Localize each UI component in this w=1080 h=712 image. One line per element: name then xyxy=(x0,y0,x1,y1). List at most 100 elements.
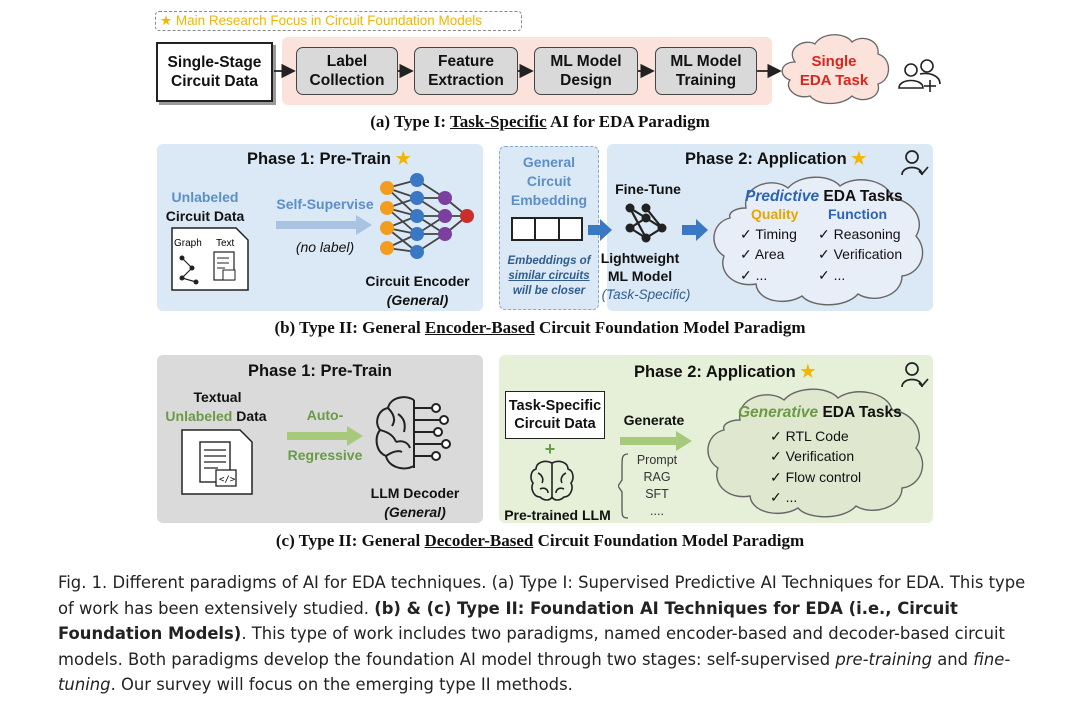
lightweight-model-sub: (Task-Specific) xyxy=(601,287,691,302)
type2a-phase1-title: Phase 1: Pre-Train ★ xyxy=(247,149,411,169)
star-icon: ★ xyxy=(851,149,867,168)
lightweight-model-label: Lightweight ML Model xyxy=(600,250,680,285)
caption-italic: pre-training xyxy=(835,649,933,669)
phase-title: Phase 1: Pre-Train xyxy=(247,150,391,168)
circuit-encoder-network-icon xyxy=(380,173,474,259)
circuit-data-label: Circuit Data xyxy=(165,208,245,224)
function-list: ✓ Reasoning ✓ Verification ✓ ... xyxy=(818,224,902,285)
no-label-text: (no label) xyxy=(295,239,355,255)
embedding-vector xyxy=(511,217,583,241)
caption-text: . Our survey will focus on the emerging … xyxy=(110,675,573,694)
unlabeled-word: Unlabeled xyxy=(165,408,233,424)
quality-item: ✓ Area xyxy=(740,246,785,263)
user-check-icon xyxy=(901,362,929,388)
generative-item: ✓ Verification xyxy=(770,448,855,465)
general-embedding-label: General Circuit Embedding xyxy=(510,154,588,208)
plus-sign: + xyxy=(544,439,556,459)
fine-tune-label: Fine-Tune xyxy=(615,181,681,197)
phase-title: Phase 2: Application xyxy=(685,150,847,168)
svg-text:</>: </> xyxy=(219,475,236,485)
function-heading: Function xyxy=(828,206,888,222)
caption-text: . This type of work includes two paradig… xyxy=(58,624,1005,669)
task-specific-label: Task-Specific Circuit Data xyxy=(508,397,602,432)
method-item: RAG xyxy=(643,470,671,484)
embedding-note-3: will be closer xyxy=(512,285,586,297)
lightweight-model-icon xyxy=(625,203,667,243)
type1-step-4: ML Model Training xyxy=(655,47,757,95)
embedding-arrow xyxy=(588,219,612,241)
star-icon: ★ xyxy=(395,149,411,168)
step-label: ML Model Training xyxy=(670,52,742,89)
llm-decoder-sub: (General) xyxy=(384,504,446,520)
tasks-title-italic: Predictive xyxy=(745,188,820,205)
circuit-encoder-label: Circuit Encoder xyxy=(365,273,470,289)
generative-item: ✓ RTL Code xyxy=(770,428,849,444)
type1-input-label: Single-Stage Circuit Data xyxy=(167,53,262,90)
type1-input-box: Single-Stage Circuit Data xyxy=(156,42,273,102)
caption-part: (b) Type II: General xyxy=(274,318,425,337)
generate-label: Generate xyxy=(623,412,685,428)
type1-arrows xyxy=(274,34,941,105)
function-item: ✓ Verification xyxy=(818,246,903,263)
tasks-title: EDA Tasks xyxy=(823,188,903,205)
type2b-phase2-title: Phase 2: Application ★ xyxy=(634,362,816,382)
users-add-icon xyxy=(898,59,941,92)
generative-tasks-cloud xyxy=(707,388,924,518)
generate-arrow xyxy=(620,431,692,451)
caption-part: Circuit Foundation Model Paradigm xyxy=(533,531,805,550)
circuit-encoder-sub: (General) xyxy=(386,292,449,308)
quality-item: ✓ ... xyxy=(740,266,768,283)
unlabeled-label: Unlabeled xyxy=(171,189,239,205)
function-item: ✓ Reasoning xyxy=(818,226,901,242)
method-item: Prompt xyxy=(636,453,678,467)
svg-text:Graph: Graph xyxy=(174,238,202,249)
tasks-title-italic: Generative xyxy=(738,404,819,421)
circuit-data-document-icon: Graph Text xyxy=(171,227,249,291)
predictive-tasks-title: Predictive EDA Tasks xyxy=(745,188,903,206)
self-supervise-arrow xyxy=(276,215,372,235)
caption-underlined: Task-Specific xyxy=(450,112,547,131)
type2b-phase1-title: Phase 1: Pre-Train xyxy=(248,362,392,380)
figure-caption: Fig. 1. Different paradigms of AI for ED… xyxy=(58,570,1043,698)
legend-text: Main Research Focus in Circuit Foundatio… xyxy=(175,13,483,28)
caption-part: Circuit Foundation Model Paradigm xyxy=(534,318,806,337)
textual-unlabeled-data: Unlabeled Data xyxy=(160,407,272,425)
llm-decoder-label: LLM Decoder xyxy=(370,485,460,501)
user-check-icon xyxy=(901,150,929,176)
tasks-title: EDA Tasks xyxy=(822,404,902,421)
caption-part: AI for EDA Paradigm xyxy=(546,112,710,131)
predictive-tasks-cloud xyxy=(713,176,924,306)
step-label: ML Model Design xyxy=(550,52,622,89)
caption-c: (c) Type II: General Decoder-Based Circu… xyxy=(0,531,1080,551)
star-icon: ★ xyxy=(800,362,816,381)
methods-list: Prompt RAG SFT .... xyxy=(632,452,682,520)
pretrained-llm-brain-icon xyxy=(530,460,574,501)
caption-text: Fig. 1. Different paradigms of AI for ED… xyxy=(58,573,1026,618)
caption-text: and xyxy=(932,649,974,669)
task-specific-data-box: Task-Specific Circuit Data xyxy=(505,391,605,439)
generative-item: ✓ ... xyxy=(770,488,798,505)
caption-part: (c) Type II: General xyxy=(275,531,425,550)
generative-tasks-title: Generative EDA Tasks xyxy=(738,404,902,422)
type2a-phase2-title: Phase 2: Application ★ xyxy=(685,149,867,169)
pretrained-llm-label: Pre-trained LLM xyxy=(504,507,611,523)
function-item: ✓ ... xyxy=(818,266,846,283)
auto-label: Auto- xyxy=(306,407,344,423)
data-word: Data xyxy=(236,408,267,424)
type1-step-2: Feature Extraction xyxy=(414,47,518,95)
star-icon: ★ xyxy=(160,13,173,28)
textual-document-icon: </> xyxy=(181,429,253,495)
step-label: Feature Extraction xyxy=(428,52,504,89)
caption-underlined: Encoder-Based xyxy=(424,318,535,337)
type1-step-3: ML Model Design xyxy=(534,47,638,95)
caption-italic: fine-tuning xyxy=(58,649,1011,695)
caption-bold: (b) & (c) Type II: Foundation AI Techniq… xyxy=(58,598,958,644)
type1-output-label: Single EDA Task xyxy=(786,50,882,94)
svg-text:Text: Text xyxy=(216,238,235,249)
caption-part: (a) Type I: xyxy=(370,112,451,131)
auto-regressive-arrow xyxy=(287,426,363,446)
caption-a: (a) Type I: Task-Specific AI for EDA Par… xyxy=(0,112,1080,132)
method-item: SFT xyxy=(645,487,669,501)
quality-heading: Quality xyxy=(751,206,799,222)
regressive-label: Regressive xyxy=(287,447,363,463)
